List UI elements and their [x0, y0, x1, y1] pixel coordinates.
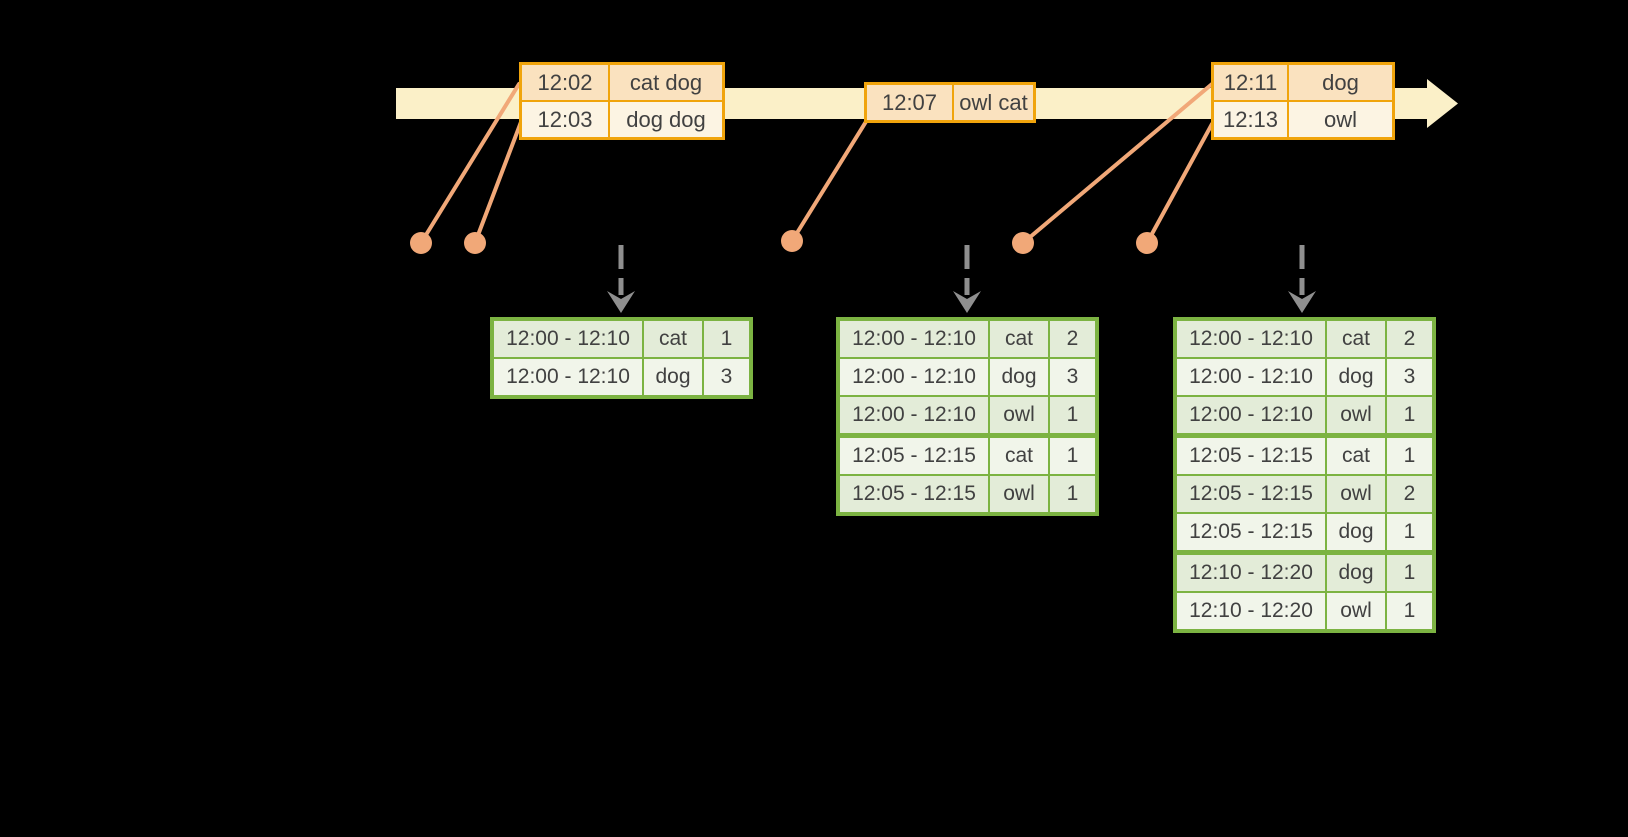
result-word-cell: dog [1327, 359, 1385, 395]
result-window-cell: 12:05 - 12:15 [1177, 476, 1325, 512]
result-window-cell: 12:10 - 12:20 [1177, 593, 1325, 629]
result-count-cell: 3 [704, 359, 749, 395]
result-window-cell: 12:05 - 12:15 [1177, 514, 1325, 550]
trigger-arrow-icon-1 [607, 245, 635, 313]
event-time-cell: 12:11 [1214, 65, 1287, 100]
result-count-cell: 2 [1387, 321, 1432, 357]
result-word-cell: owl [1327, 476, 1385, 512]
result-window-cell: 12:10 - 12:20 [1177, 555, 1325, 591]
connector-line-1202 [419, 82, 521, 245]
result-window-cell: 12:05 - 12:15 [840, 476, 988, 512]
event-dot-1207 [781, 230, 803, 252]
trigger-arrow-icon-2 [953, 245, 981, 313]
result-word-cell: owl [990, 476, 1048, 512]
result-count-cell: 2 [1050, 321, 1095, 357]
result-window-cell: 12:05 - 12:15 [1177, 438, 1325, 474]
event-words-cell: owl [1289, 102, 1392, 137]
connector-line-1203 [473, 120, 523, 245]
event-dot-1202 [410, 232, 432, 254]
event-dot-1211 [1012, 232, 1034, 254]
result-count-cell: 1 [1387, 593, 1432, 629]
result-count-cell: 2 [1387, 476, 1432, 512]
event-words-cell: dog dog [610, 102, 722, 137]
result-word-cell: dog [1327, 555, 1385, 591]
result-word-cell: dog [1327, 514, 1385, 550]
event-time-cell: 12:07 [867, 85, 952, 120]
result-window-cell: 12:05 - 12:15 [840, 438, 988, 474]
result-window-cell: 12:00 - 12:10 [1177, 397, 1325, 433]
event-words-cell: owl cat [954, 85, 1033, 120]
result-window-cell: 12:00 - 12:10 [840, 397, 988, 433]
result-word-cell: cat [1327, 321, 1385, 357]
result-window-cell: 12:00 - 12:10 [1177, 321, 1325, 357]
result-count-cell: 1 [1050, 476, 1095, 512]
result-word-cell: cat [644, 321, 702, 357]
result-count-cell: 1 [1387, 555, 1432, 591]
result-window-cell: 12:00 - 12:10 [840, 321, 988, 357]
event-words-cell: cat dog [610, 65, 722, 100]
event-time-cell: 12:02 [522, 65, 608, 100]
result-window-cell: 12:00 - 12:10 [1177, 359, 1325, 395]
event-time-cell: 12:03 [522, 102, 608, 137]
event-time-cell: 12:13 [1214, 102, 1287, 137]
result-word-cell: dog [644, 359, 702, 395]
trigger-arrow-icon-3 [1288, 245, 1316, 313]
connector-line-1213 [1145, 122, 1214, 245]
result-window-cell: 12:00 - 12:10 [840, 359, 988, 395]
result-count-cell: 1 [1050, 397, 1095, 433]
result-count-cell: 1 [1387, 397, 1432, 433]
connector-line-1207 [790, 118, 869, 243]
result-word-cell: cat [990, 438, 1048, 474]
result-word-cell: dog [990, 359, 1048, 395]
connector-line-1211 [1021, 82, 1214, 245]
result-word-cell: cat [990, 321, 1048, 357]
result-count-cell: 1 [1050, 438, 1095, 474]
event-words-cell: dog [1289, 65, 1392, 100]
result-count-cell: 1 [1387, 514, 1432, 550]
result-count-cell: 1 [1387, 438, 1432, 474]
result-window-cell: 12:00 - 12:10 [494, 359, 642, 395]
result-window-cell: 12:00 - 12:10 [494, 321, 642, 357]
result-count-cell: 1 [704, 321, 749, 357]
result-count-cell: 3 [1050, 359, 1095, 395]
event-dot-1213 [1136, 232, 1158, 254]
result-word-cell: cat [1327, 438, 1385, 474]
result-word-cell: owl [990, 397, 1048, 433]
result-word-cell: owl [1327, 593, 1385, 629]
event-dot-1203 [464, 232, 486, 254]
result-count-cell: 3 [1387, 359, 1432, 395]
result-word-cell: owl [1327, 397, 1385, 433]
